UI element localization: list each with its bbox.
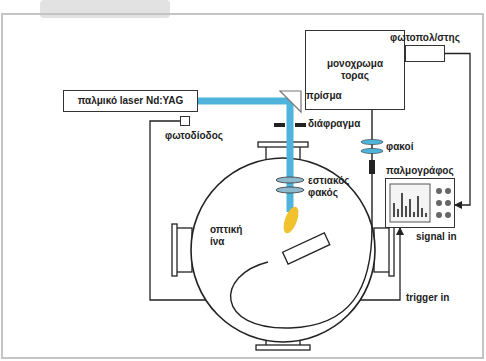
diaphragm-left [274,123,285,127]
vacuum-chamber [191,158,375,342]
right-flange-plate [389,224,394,276]
edge-label: signal in [415,231,458,243]
part-label: διάφραγμα [308,118,360,130]
node-heading: φωτοδίοδος [165,130,223,142]
part-label: πρίσμα [306,90,342,102]
node-heading: παλμογράφος [386,165,454,177]
diaphragm-right [295,123,306,127]
part-label: οπτική ίνα [210,224,254,248]
sample-target [283,233,330,264]
edge-label: trigger in [405,292,450,304]
node-heading: φωτοπολ/στης [390,32,460,44]
photodiode: φωτοδίοδος [180,116,190,126]
fibre-connector [369,160,375,174]
top-flange-plate [258,142,308,147]
node-text: παλμικό laser Nd:YAG [78,95,184,107]
optical-fibre [231,110,372,328]
focal-lens-2 [276,187,304,193]
page-tab [40,0,170,18]
part-label: φακοί [386,141,413,153]
frame [2,14,483,358]
laser-beam [198,101,290,212]
prism [280,91,301,112]
node-text: μονοχρωμα τορας [324,58,386,82]
lens [361,139,383,144]
oscilloscope: παλμογράφος [385,178,455,228]
scope-face [386,179,454,227]
photomultiplier-box: φωτοπολ/στης [405,45,445,62]
focal-lens [276,177,304,183]
right-flange [374,228,390,272]
part-label: εστιακός φακός [308,175,364,199]
lens [361,148,383,153]
left-flange [176,228,192,272]
plasma-plume [281,205,302,235]
bottom-flange-plate [256,345,310,350]
laser-box: παλμικό laser Nd:YAG [63,90,198,112]
left-flange-plate [172,224,177,276]
